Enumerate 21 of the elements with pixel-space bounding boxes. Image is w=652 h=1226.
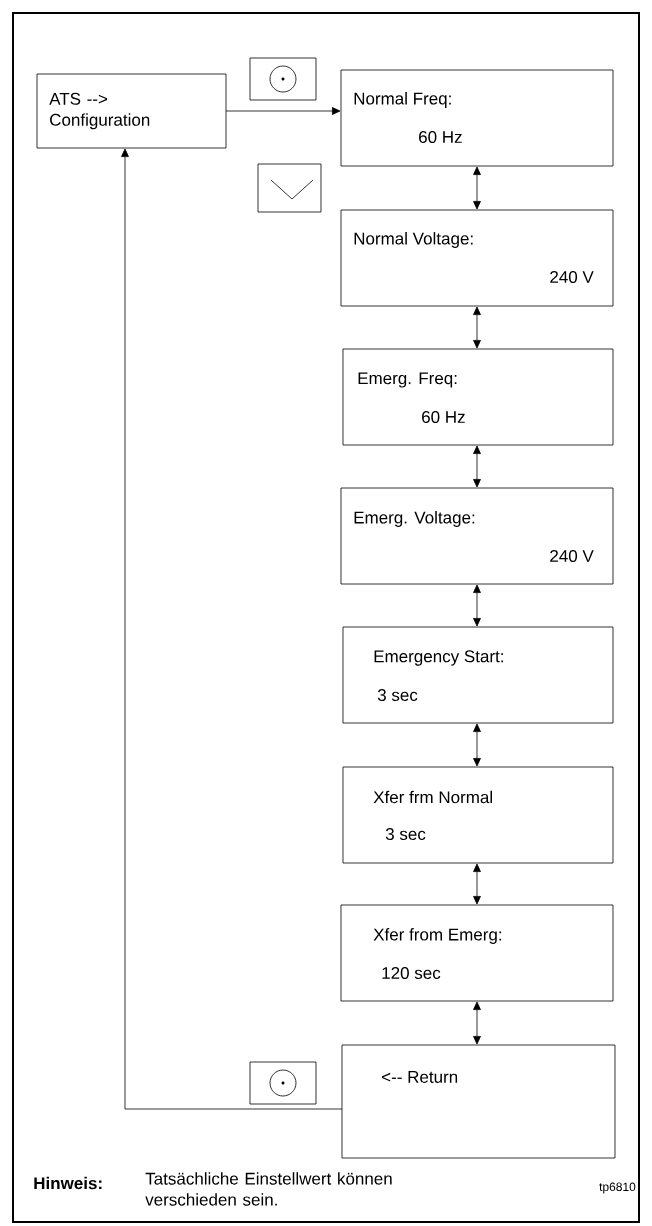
menu-box: Normal Voltage: 240 V	[340, 209, 614, 307]
arrow	[121, 148, 343, 1110]
menu-box: <-- Return	[341, 1044, 616, 1159]
menu-box: Xfer frm Normal 3 sec	[342, 766, 614, 864]
menu-box: Emerg. Voltage: 240 V	[340, 487, 614, 585]
double-arrow	[473, 584, 481, 627]
note-label: Hinweis:	[34, 1176, 102, 1190]
double-arrow	[473, 863, 481, 905]
figure-code: tp6810	[599, 1182, 636, 1194]
note-text: Tatsächliche Einstellwert können verschieden sein.	[145, 1172, 392, 1206]
menu-box: Xfer from Emerg: 120 sec	[340, 904, 614, 1002]
menu-box: ATS --> Configuration	[36, 73, 227, 149]
double-arrow	[473, 166, 481, 210]
menu-box: Normal Freq: 60 Hz	[340, 69, 614, 167]
menu-box: Emerg. Freq: 60 Hz	[342, 348, 614, 446]
arrow	[225, 107, 341, 115]
double-arrow	[473, 723, 481, 767]
double-arrow	[473, 1001, 481, 1045]
double-arrow	[473, 445, 481, 488]
double-arrow	[473, 306, 481, 349]
menu-box: Emergency Start: 3 sec	[342, 626, 614, 724]
